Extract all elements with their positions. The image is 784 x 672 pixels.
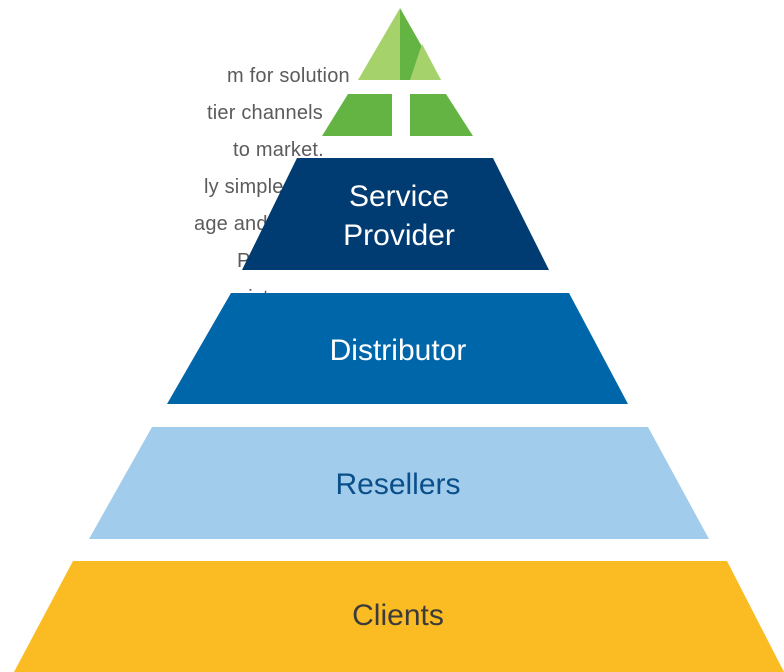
- tier-distributor: Distributor: [167, 293, 628, 404]
- logo-facet: [358, 8, 400, 80]
- tier-service-provider: Service Provider: [242, 158, 549, 270]
- tier-shape: [14, 561, 784, 672]
- logo-facet: [410, 44, 441, 80]
- tier-shape: [167, 293, 628, 404]
- tier-shape: [242, 158, 549, 270]
- tier-label-line: Clients: [352, 599, 444, 632]
- tier-label-line: Resellers: [335, 468, 460, 501]
- tier-clients: Clients: [14, 561, 784, 672]
- logo-facet: [322, 94, 392, 136]
- tier-label-line: Distributor: [330, 334, 467, 367]
- logo-facet: [410, 94, 473, 136]
- tier-resellers: Resellers: [89, 427, 709, 539]
- tier-shape: [89, 427, 709, 539]
- tier-label-line: Provider: [343, 219, 455, 252]
- tier-label-line: Service: [349, 180, 449, 213]
- arrow-up-logo-icon: [322, 8, 473, 136]
